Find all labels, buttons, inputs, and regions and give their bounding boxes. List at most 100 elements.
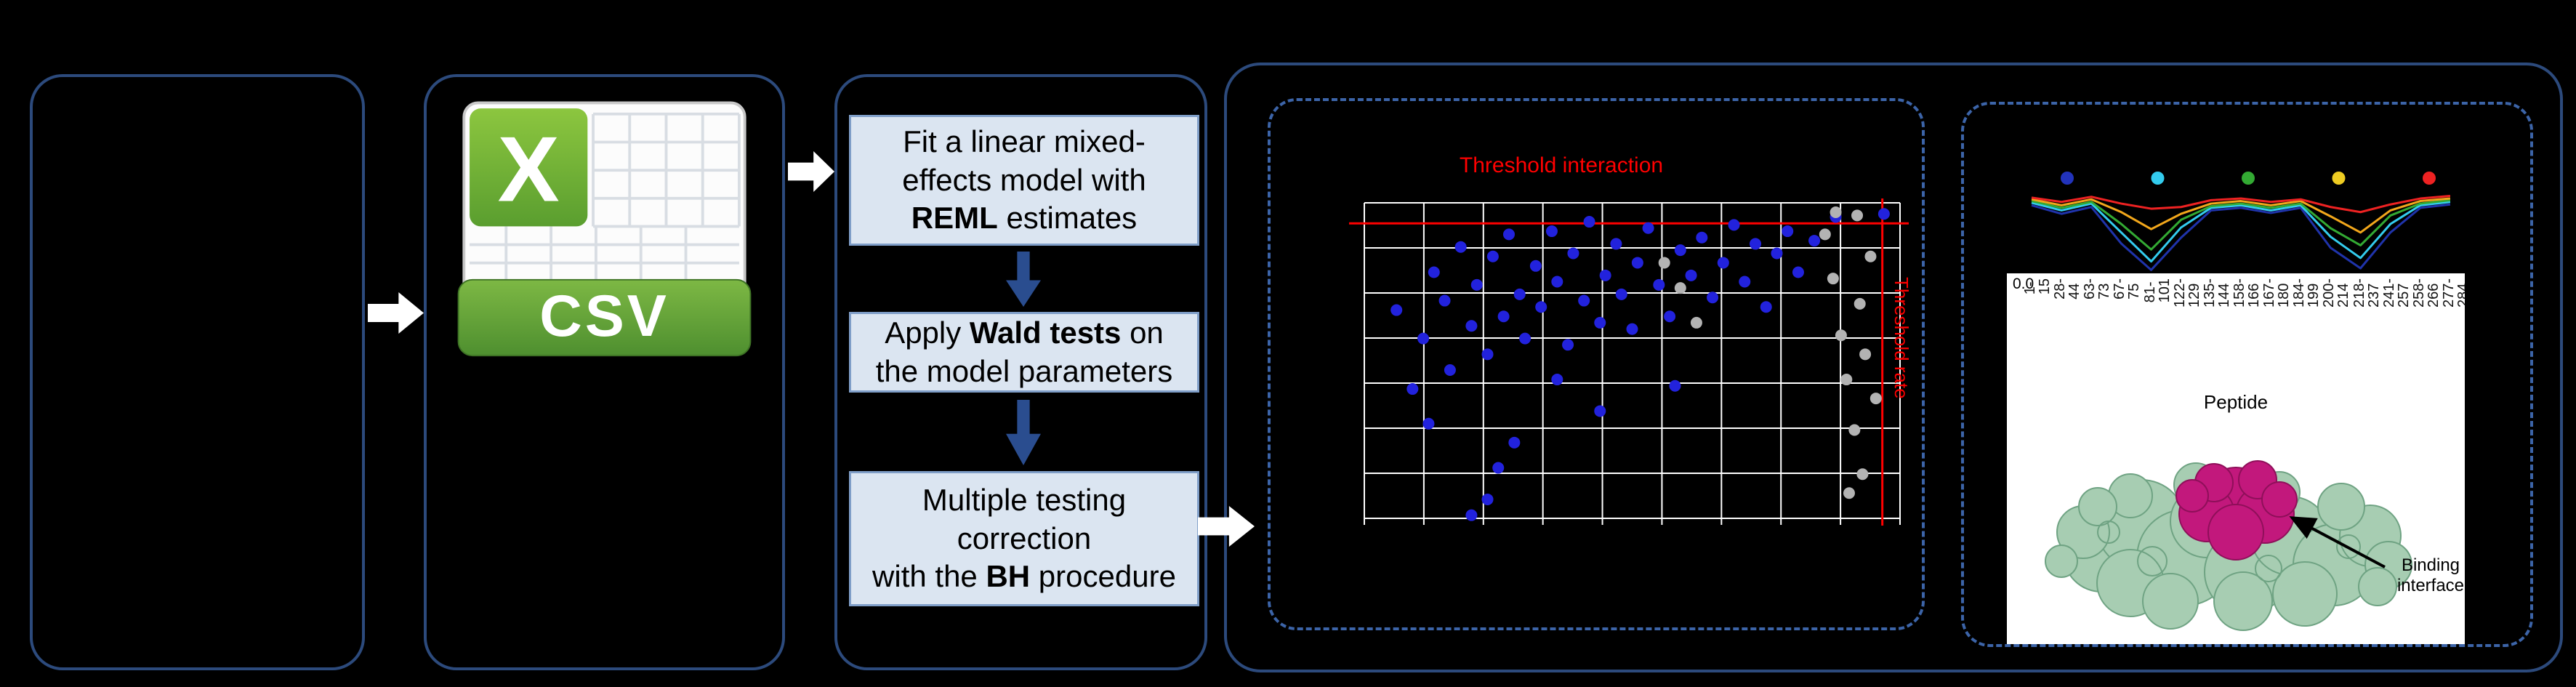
scatter-point-blue-points xyxy=(1808,235,1821,247)
step-text-segment: REML xyxy=(911,201,998,236)
scatter-point-blue-points xyxy=(1428,266,1440,278)
x-tick-label: 218-237 xyxy=(2351,278,2382,308)
scatter-point-gray-points xyxy=(1827,273,1839,285)
step-text-line: effects model with xyxy=(902,161,1146,200)
scatter-point-blue-points xyxy=(1728,219,1740,231)
scatter-point-blue-points xyxy=(1562,339,1574,351)
scatter-point-blue-points xyxy=(1406,383,1419,395)
scatter-point-blue-points xyxy=(1486,250,1499,262)
scatter-point-blue-points xyxy=(1669,379,1681,392)
scatter-point-blue-points xyxy=(1707,292,1719,304)
scatter-point-gray-points xyxy=(1674,282,1686,294)
line-series-red xyxy=(2031,195,2451,214)
step-text-segment: on xyxy=(1121,316,1164,350)
scatter-point-blue-points xyxy=(1771,247,1783,260)
x-axis-label: Peptide xyxy=(2203,391,2269,413)
csv-grid xyxy=(470,112,741,280)
results-group-box: Threshold interaction Threshold rate 0.0… xyxy=(1224,63,2563,672)
step-text-segment: estimates xyxy=(997,201,1138,236)
scatter-point-gray-points xyxy=(1848,424,1861,436)
scatter-point-gray-points xyxy=(1851,209,1864,222)
step-text-line: REML estimates xyxy=(902,199,1146,238)
step-text-segment: correction xyxy=(957,521,1092,555)
step-text-segment: Apply xyxy=(885,316,970,350)
scatter-point-blue-points xyxy=(1674,244,1686,257)
csv-file-icon: X CSV xyxy=(457,101,752,357)
scatter-point-blue-points xyxy=(1492,462,1505,474)
scatter-point-blue-points xyxy=(1444,364,1456,377)
scatter-point-blue-points xyxy=(1877,208,1890,220)
step-text-line: Apply Wald tests on xyxy=(876,314,1173,353)
csv-x-label: X xyxy=(498,118,560,222)
scatter-point-blue-points xyxy=(1610,238,1622,250)
scatter-point-blue-points xyxy=(1551,276,1563,288)
x-tick-label: 122-129 xyxy=(2171,278,2202,308)
csv-label: CSV xyxy=(539,284,669,349)
scatter-point-blue-points xyxy=(1497,310,1510,323)
x-tick-label: 241-257 xyxy=(2380,278,2412,308)
scatter-point-blue-points xyxy=(1481,493,1494,505)
scatter-point-blue-points xyxy=(1545,225,1558,238)
step-text-segment: procedure xyxy=(1030,559,1176,594)
scatter-point-blue-points xyxy=(1502,228,1515,241)
protein-structure-image xyxy=(2045,460,2412,631)
scatter-point-blue-points xyxy=(1438,294,1451,307)
scatter-point-blue-points xyxy=(1508,436,1521,449)
scatter-point-blue-points xyxy=(1470,278,1483,291)
scatter-point-blue-points xyxy=(1782,225,1794,238)
scatter-point-blue-points xyxy=(1454,241,1467,253)
y-axis-tick: 0.0 xyxy=(2013,276,2034,292)
threshold-rate-label: Threshold rate xyxy=(1891,277,1912,399)
scatter-point-blue-points xyxy=(1739,276,1751,288)
binding-interface-label: Binding interface xyxy=(2376,555,2465,595)
x-tick-label: 277-284 xyxy=(2440,278,2465,308)
down-arrow-2-icon xyxy=(1006,400,1041,465)
scatter-point-blue-points xyxy=(1750,238,1762,250)
scatter-point-blue-points xyxy=(1567,247,1579,260)
scatter-point-blue-points xyxy=(1594,405,1606,417)
scatter-point-blue-points xyxy=(1390,304,1403,316)
scatter-point-blue-points xyxy=(1535,301,1547,313)
scatter-point-blue-points xyxy=(1626,323,1638,335)
scatter-point-gray-points xyxy=(1835,329,1847,342)
step-text-segment: Fit a linear mixed- xyxy=(903,124,1146,159)
step-text-segment: Wald tests xyxy=(969,316,1122,350)
csv-file-box: X CSV xyxy=(424,74,785,670)
binding-label-line2: interface xyxy=(2396,575,2465,595)
step-text-line: the model parameters xyxy=(876,353,1173,391)
x-tick-label: 1-15 xyxy=(2022,278,2053,295)
scatter-point-blue-points xyxy=(1465,509,1478,521)
legend-marker xyxy=(2423,172,2436,185)
scatter-point-blue-points xyxy=(1513,288,1526,300)
step-text-line: Fit a linear mixed- xyxy=(902,123,1146,161)
scatter-point-gray-points xyxy=(1843,487,1855,499)
legend-marker xyxy=(2061,172,2074,185)
threshold-plot-box: Threshold interaction Threshold rate xyxy=(1268,98,1925,630)
scatter-point-blue-points xyxy=(1664,310,1676,323)
scatter-point-blue-points xyxy=(1422,417,1435,430)
scatter-point-blue-points xyxy=(1696,231,1708,244)
scatter-point-blue-points xyxy=(1631,257,1643,269)
step-text-line: Multiple testing xyxy=(872,481,1176,520)
x-tick-label: 28-44 xyxy=(2052,278,2083,300)
x-tick-label: 200-214 xyxy=(2321,278,2352,308)
x-tick-label: 258-266 xyxy=(2410,278,2442,308)
scatter-point-gray-points xyxy=(1864,250,1877,262)
line-series-orange xyxy=(2031,197,2451,234)
step-text-line: correction xyxy=(872,520,1176,558)
peptide-line-chart xyxy=(2031,172,2451,271)
x-tick-label: 167-180 xyxy=(2261,278,2293,308)
x-tick-label: 184-199 xyxy=(2291,278,2322,308)
step-text-segment: BH xyxy=(986,559,1031,594)
down-arrow-1-icon xyxy=(1006,252,1041,307)
scatter-point-blue-points xyxy=(1717,257,1729,269)
scatter-point-blue-points xyxy=(1594,316,1606,329)
scatter-point-gray-points xyxy=(1840,374,1853,386)
scatter-point-blue-points xyxy=(1465,320,1478,332)
